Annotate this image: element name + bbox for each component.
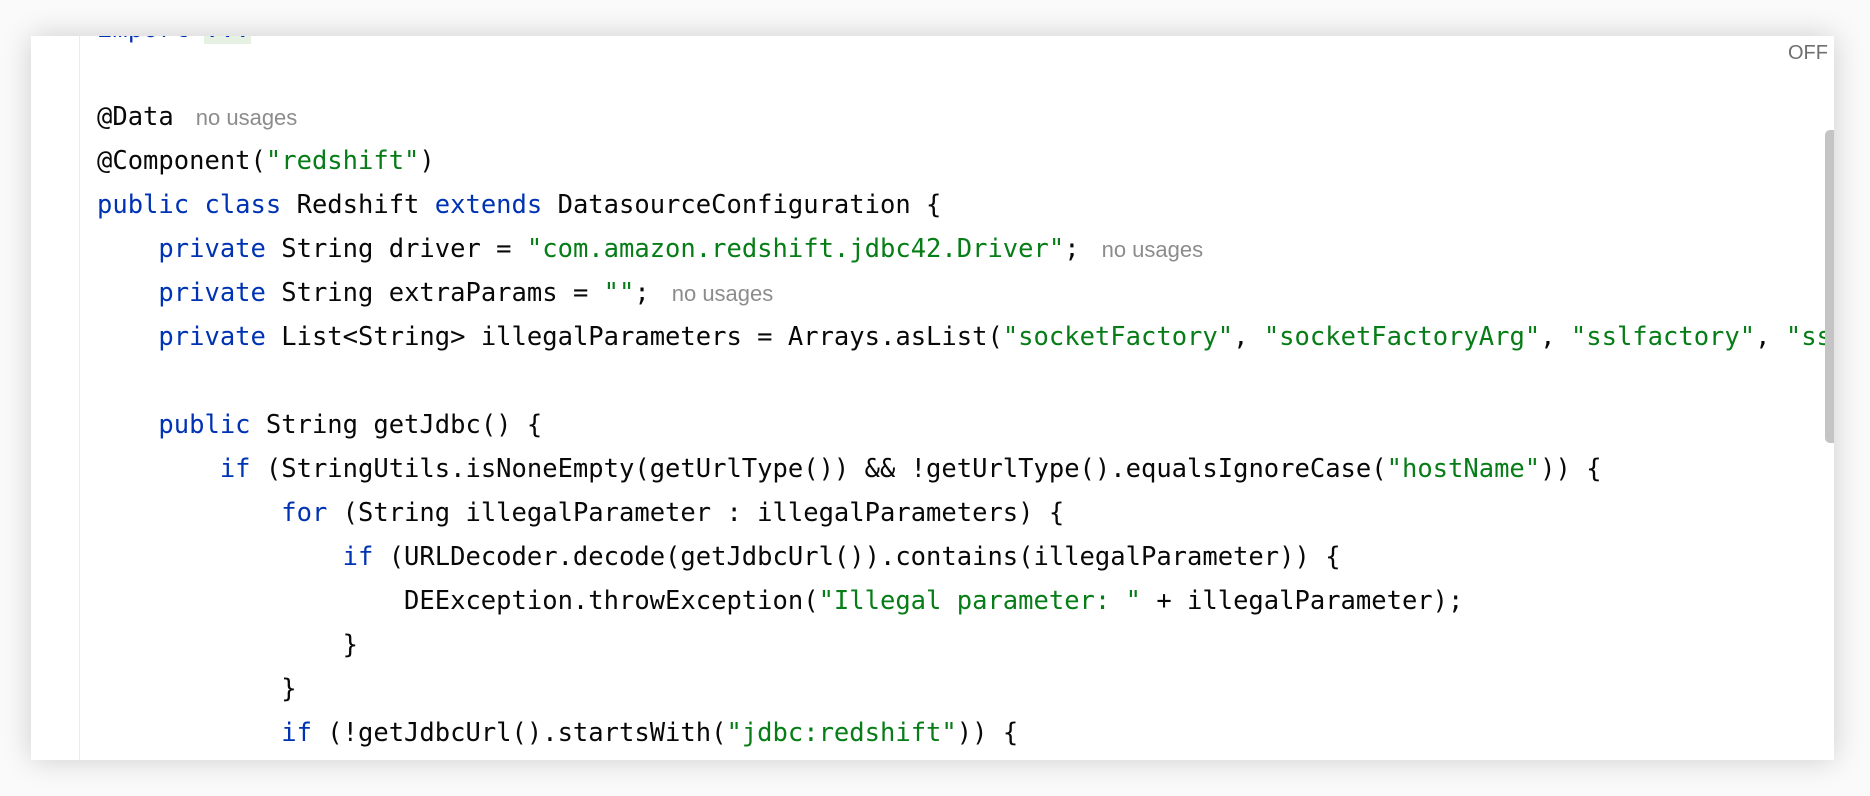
- code-token: Redshift: [296, 190, 435, 220]
- code-token: import: [97, 36, 204, 44]
- usage-hint[interactable]: no usages: [195, 105, 298, 130]
- code-token: String driver =: [281, 234, 527, 264]
- code-token: ;: [1064, 234, 1080, 264]
- code-token: "hostName": [1386, 454, 1541, 484]
- code-token: "sslfactory": [1570, 322, 1756, 352]
- code-token: "jdbc:redshift": [726, 718, 957, 748]
- code-token: (URLDecoder.decode(getJdbcUrl()).contain…: [388, 542, 1341, 572]
- code-line[interactable]: public class Redshift extends Datasource…: [97, 183, 941, 227]
- code-line[interactable]: @Component("redshift"): [97, 139, 435, 183]
- code-token: (StringUtils.isNoneEmpty(getUrlType()) &…: [265, 454, 1387, 484]
- code-line[interactable]: DEException.throwException("Illegal para…: [97, 579, 1463, 623]
- gutter-divider: [79, 36, 80, 760]
- code-line[interactable]: private List<String> illegalParameters =…: [97, 315, 1834, 359]
- code-token: "com.amazon.redshift.jdbc42.Driver": [526, 234, 1065, 264]
- code-token: [97, 322, 158, 352]
- code-token: (String illegalParameter : illegalParame…: [342, 498, 1065, 528]
- code-token: @Component(: [97, 146, 266, 176]
- code-token: }: [97, 630, 358, 660]
- code-token: DatasourceConfiguration {: [557, 190, 942, 220]
- code-token: [97, 718, 281, 748]
- code-token: "socketFactoryArg": [1263, 322, 1541, 352]
- code-token: [97, 234, 158, 264]
- code-token: )) {: [956, 718, 1019, 748]
- code-line[interactable]: }: [97, 623, 358, 667]
- usage-hint[interactable]: no usages: [671, 281, 774, 306]
- code-token: private: [158, 234, 282, 264]
- code-token: "": [603, 278, 635, 308]
- code-token: [97, 410, 158, 440]
- code-token: private: [158, 278, 282, 308]
- code-token: (!getJdbcUrl().startsWith(: [327, 718, 727, 748]
- code-token: public class: [97, 190, 297, 220]
- code-token: "redshift": [265, 146, 420, 176]
- code-line[interactable]: if (URLDecoder.decode(getJdbcUrl()).cont…: [97, 535, 1341, 579]
- code-token: ,: [1540, 322, 1571, 352]
- code-token: + illegalParameter);: [1140, 586, 1464, 616]
- code-token: "Illegal parameter: ": [818, 586, 1141, 616]
- code-line[interactable]: if (StringUtils.isNoneEmpty(getUrlType()…: [97, 447, 1602, 491]
- code-token: public: [158, 410, 266, 440]
- code-token: String getJdbc() {: [265, 410, 543, 440]
- code-token: if: [281, 718, 328, 748]
- code-token: ,: [1233, 322, 1264, 352]
- code-token: [97, 542, 343, 572]
- code-editor[interactable]: import ... @Data no usages @Component("reds…: [31, 36, 1834, 760]
- code-line[interactable]: @Data no usages: [97, 95, 297, 139]
- folded-imports[interactable]: ...: [204, 36, 251, 44]
- code-line[interactable]: if (!getJdbcUrl().startsWith("jdbc:redsh…: [97, 711, 1018, 755]
- code-line[interactable]: public String getJdbc() {: [97, 403, 542, 447]
- code-line[interactable]: for (String illegalParameter : illegalPa…: [97, 491, 1064, 535]
- vertical-scrollbar[interactable]: [1825, 130, 1834, 443]
- code-token: private: [158, 322, 282, 352]
- code-token: String extraParams =: [281, 278, 604, 308]
- usage-hint[interactable]: no usages: [1101, 237, 1204, 262]
- code-line[interactable]: private String driver = "com.amazon.reds…: [97, 227, 1203, 271]
- code-token: List<String> illegalParameters = Arrays.…: [281, 322, 1003, 352]
- code-line[interactable]: private String extraParams = ""; no usage…: [97, 271, 773, 315]
- code-token: ,: [1755, 322, 1786, 352]
- code-token: "socketFactory": [1002, 322, 1234, 352]
- inspection-toggle[interactable]: OFF: [1788, 42, 1828, 64]
- code-token: ;: [634, 278, 650, 308]
- code-line[interactable]: }: [97, 667, 297, 711]
- code-token: extends: [434, 190, 558, 220]
- code-token: for: [281, 498, 343, 528]
- code-token: if: [342, 542, 389, 572]
- code-token: DEException.throwException(: [97, 586, 819, 616]
- code-token: if: [219, 454, 266, 484]
- code-token: @Data: [97, 102, 174, 132]
- code-token: )) {: [1540, 454, 1602, 484]
- code-token: [97, 498, 281, 528]
- code-token: ): [419, 146, 435, 176]
- code-token: [97, 278, 158, 308]
- code-token: [97, 454, 220, 484]
- code-token: }: [97, 674, 297, 704]
- code-line[interactable]: import ...: [97, 36, 251, 51]
